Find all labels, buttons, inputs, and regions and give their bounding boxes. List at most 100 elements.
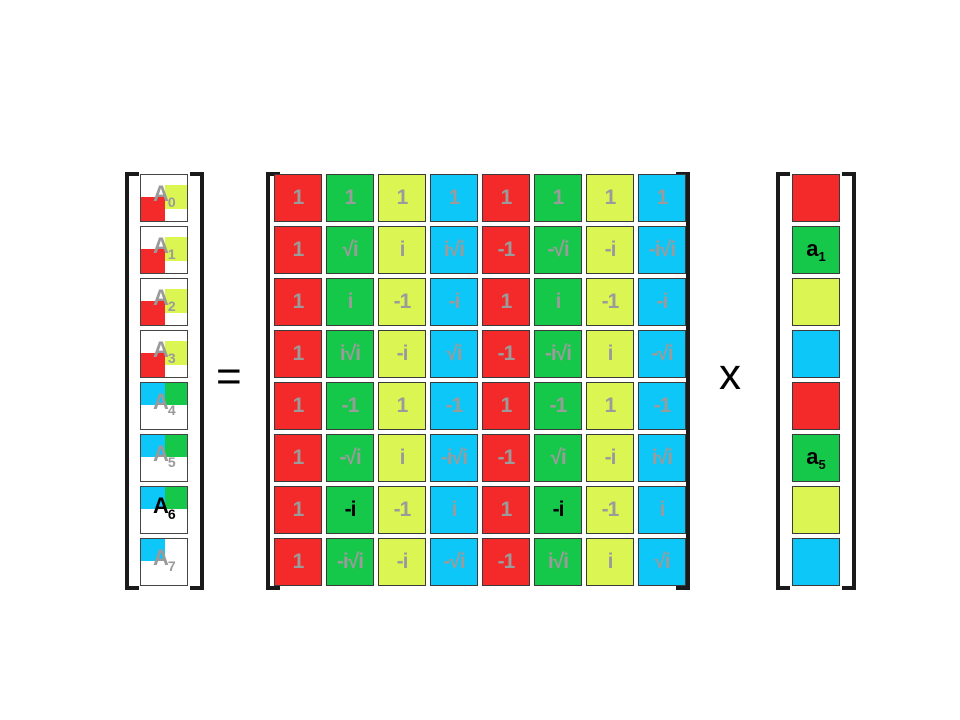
matrix-cell: i: [586, 330, 634, 378]
matrix-cell: -1: [378, 278, 426, 326]
right-vector-subscript: 1: [818, 249, 826, 264]
left-vector-label: A5: [153, 441, 176, 470]
right-vector-label: a1: [806, 236, 825, 264]
matrix-cell: -i: [378, 538, 426, 586]
matrix-cell: 1: [586, 382, 634, 430]
matrix-cell: -i√i: [638, 226, 686, 274]
matrix-cell: 1: [534, 174, 582, 222]
left-vector-color-block: [141, 383, 165, 405]
matrix-cell: i√i: [638, 434, 686, 482]
right-vector-cell: [792, 278, 840, 326]
matrix-cell: -√i: [638, 330, 686, 378]
matrix-cell: -1: [586, 486, 634, 534]
left-vector-cell: A5: [140, 434, 188, 482]
matrix-cell: i: [638, 486, 686, 534]
matrix-cell: 1: [326, 174, 374, 222]
matrix-cell: i: [430, 486, 478, 534]
matrix-cell: -1: [586, 278, 634, 326]
left-vector-subscript: 7: [167, 558, 176, 574]
matrix-cell: -√i: [326, 434, 374, 482]
left-vector-subscript: 5: [167, 454, 176, 470]
matrix-cell: 1: [638, 174, 686, 222]
right-vector-cell: [792, 538, 840, 586]
left-vector-color-block: [141, 249, 165, 273]
left-vector-color-block: [165, 185, 187, 209]
left-vector-color-block: [141, 301, 165, 325]
matrix-cell: √i: [326, 226, 374, 274]
left-vector-cell: A6: [140, 486, 188, 534]
matrix-cell: 1: [274, 330, 322, 378]
left-vector-color-block: [141, 197, 165, 221]
left-vector-subscript: 1: [167, 246, 176, 262]
right-vector-cell: [792, 486, 840, 534]
matrix-cell: -1: [534, 382, 582, 430]
matrix-cell: 1: [274, 278, 322, 326]
left-vector-letter: A: [153, 233, 169, 258]
matrix-cell: -i: [586, 434, 634, 482]
matrix-cell: 1: [274, 434, 322, 482]
matrix-cell: i√i: [534, 538, 582, 586]
left-vector-color-block: [141, 353, 165, 377]
matrix-cell: 1: [274, 486, 322, 534]
matrix-cell: -i√i: [534, 330, 582, 378]
left-vector-letter: A: [153, 545, 169, 570]
matrix-cell: -i: [638, 278, 686, 326]
left-vector-letter: A: [153, 493, 169, 518]
matrix-cell: i: [378, 226, 426, 274]
matrix-cell: 1: [378, 174, 426, 222]
matrix-cell: -1: [482, 538, 530, 586]
left-vector-cell: A0: [140, 174, 188, 222]
right-vector-bracket-left: [776, 172, 790, 590]
matrix-cell: -1: [378, 486, 426, 534]
matrix-cell: -i: [430, 278, 478, 326]
right-vector-subscript: 5: [818, 457, 826, 472]
left-vector-letter: A: [153, 337, 169, 362]
left-vector-letter: A: [153, 285, 169, 310]
right-vector-letter: a: [806, 444, 819, 469]
left-vector-subscript: 6: [167, 506, 176, 522]
left-vector-color-block: [165, 341, 187, 365]
matrix-cell: √i: [534, 434, 582, 482]
left-vector-color-block: [141, 435, 165, 457]
left-vector-cell: A1: [140, 226, 188, 274]
right-vector-cell: a1: [792, 226, 840, 274]
left-vector-bracket-right: [190, 172, 204, 590]
matrix-cell: -1: [638, 382, 686, 430]
left-vector-subscript: 4: [167, 402, 176, 418]
matrix-cell: 1: [378, 382, 426, 430]
left-vector-color-block: [165, 435, 187, 457]
left-vector-subscript: 2: [167, 298, 176, 314]
matrix-cell: 1: [274, 382, 322, 430]
left-vector-color-block: [165, 237, 187, 261]
left-vector-label: A2: [153, 285, 176, 314]
left-vector-cell: A4: [140, 382, 188, 430]
matrix-cell: -1: [430, 382, 478, 430]
left-vector-label: A1: [153, 233, 176, 262]
matrix-cell: -i√i: [430, 434, 478, 482]
left-vector-cell: A7: [140, 538, 188, 586]
matrix-cell: 1: [586, 174, 634, 222]
left-vector-label: A6: [153, 493, 176, 522]
left-vector-letter: A: [153, 181, 169, 206]
equals-sign: =: [216, 352, 242, 401]
left-vector-color-block: [165, 487, 187, 509]
right-vector-bracket-right: [842, 172, 856, 590]
matrix-cell: -√i: [534, 226, 582, 274]
matrix-cell: 1: [274, 226, 322, 274]
matrix-bracket-left: [266, 172, 280, 590]
matrix-cell: 1: [430, 174, 478, 222]
matrix-cell: -√i: [430, 538, 478, 586]
left-vector-label: A4: [153, 389, 176, 418]
left-vector-letter: A: [153, 389, 169, 414]
left-vector-color-block: [141, 539, 165, 561]
left-vector-cell: A3: [140, 330, 188, 378]
matrix-cell: -1: [482, 434, 530, 482]
left-vector-letter: A: [153, 441, 169, 466]
left-vector-label: A0: [153, 181, 176, 210]
left-vector-color-block: [165, 383, 187, 405]
times-sign: x: [719, 350, 741, 399]
matrix-cell: -i: [534, 486, 582, 534]
right-vector-letter: a: [806, 236, 819, 261]
matrix-cell: -1: [326, 382, 374, 430]
right-vector-cell: [792, 382, 840, 430]
